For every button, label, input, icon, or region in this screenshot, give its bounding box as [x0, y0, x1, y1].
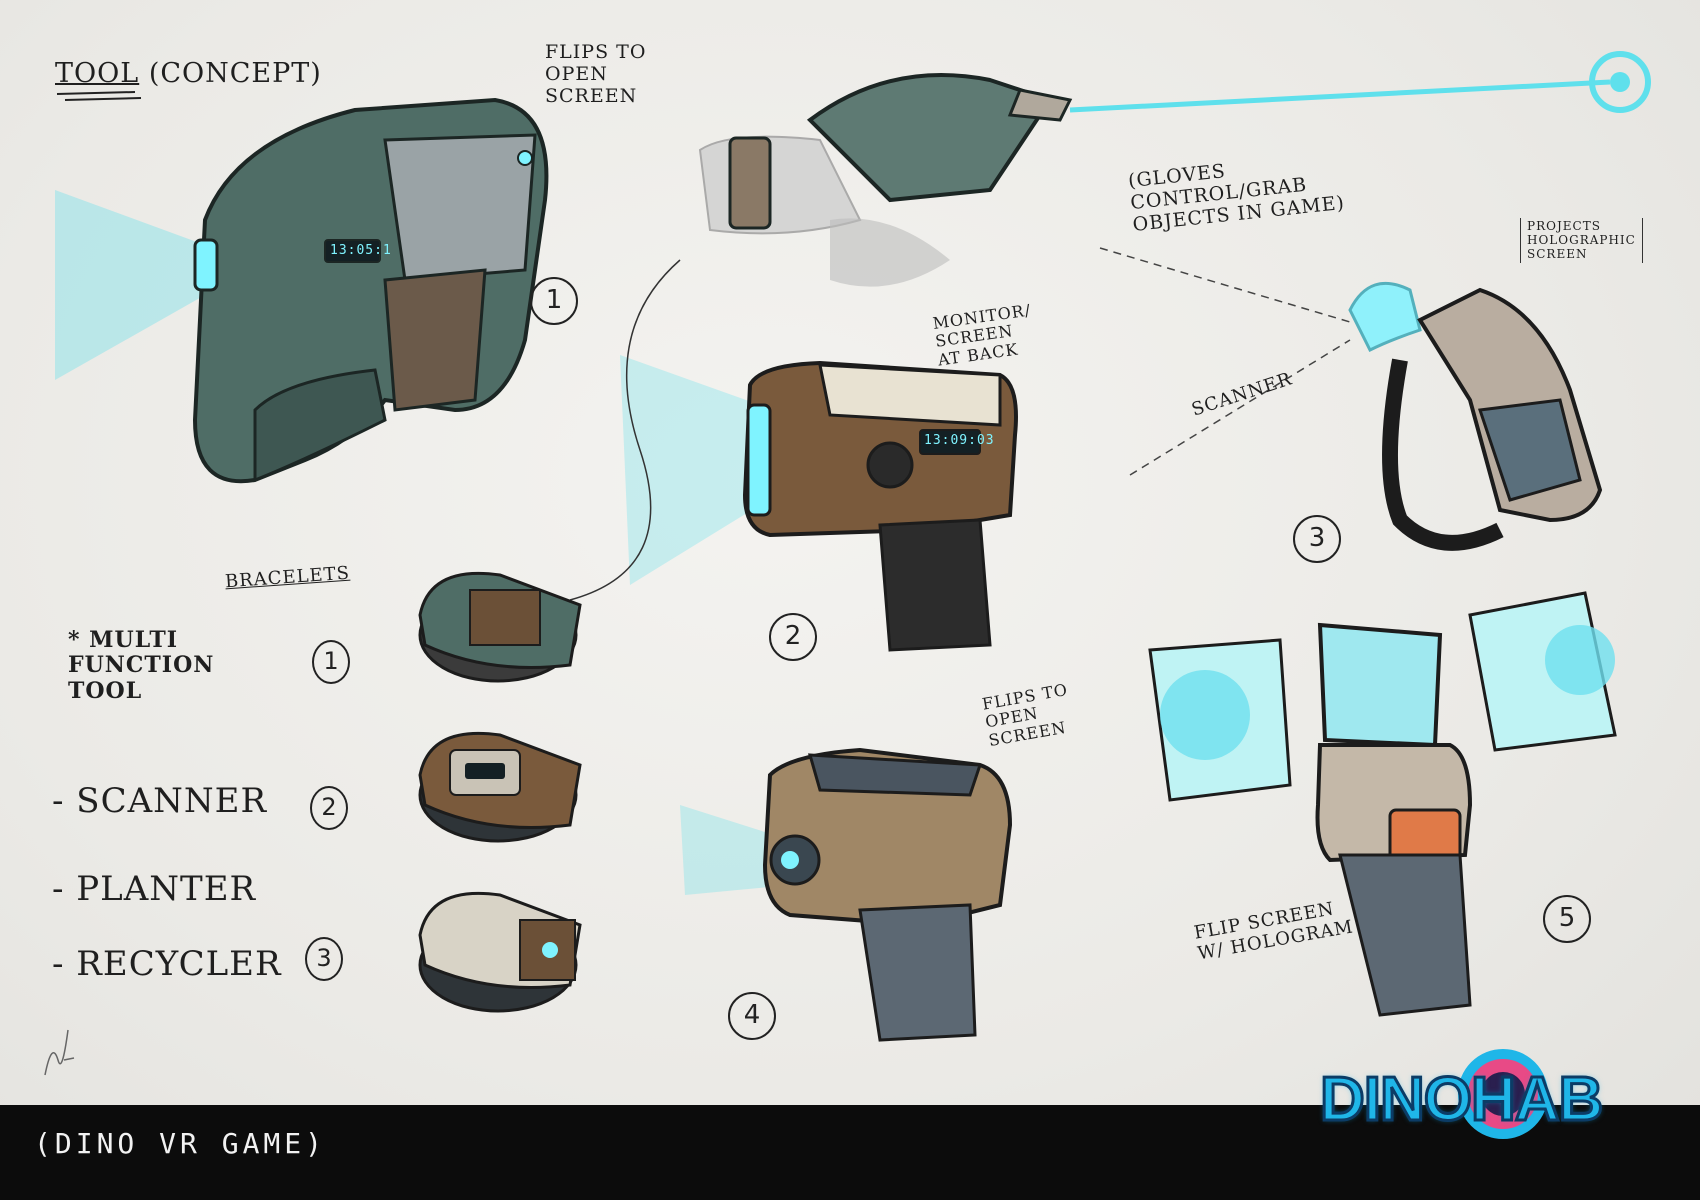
- tool-2-sketch: [620, 355, 1018, 652]
- artist-signature: [44, 1029, 75, 1076]
- list-item-recycler-number: 3: [305, 937, 343, 981]
- tool-5-number: 5: [1543, 895, 1591, 943]
- hologram-right: [1468, 591, 1617, 752]
- tool-3-sketch: [1348, 281, 1603, 551]
- heading-subtitle: (CONCEPT): [148, 58, 322, 89]
- tool-1-light: [517, 150, 533, 166]
- glove-arm: [698, 135, 862, 235]
- glove-beam: [1069, 79, 1611, 113]
- dinohab-logo: DINOHAB: [1318, 1042, 1650, 1142]
- note-flips-top: FLIPS TO OPEN SCREEN: [545, 41, 647, 107]
- logo-ring: [1458, 1049, 1548, 1139]
- glove-finger: [1007, 88, 1073, 122]
- heading-underline: [56, 91, 142, 101]
- tool-1-beam: [55, 190, 205, 380]
- tool-1-display-text: 13:05:1: [330, 243, 392, 258]
- tool-4-grip: [858, 903, 977, 1042]
- list-item-planter: - PLANTER: [52, 869, 257, 909]
- footer-caption: (DINO VR GAME): [34, 1127, 327, 1160]
- note-projects: PROJECTS HOLOGRAPHIC SCREEN: [1520, 218, 1643, 264]
- tool-4-beam: [680, 805, 790, 895]
- glove-hand: [806, 73, 1054, 203]
- glove-cuff: [728, 136, 772, 230]
- note-flips-bottom: FLIPS TO OPEN SCREEN: [980, 679, 1070, 750]
- tool-4-sketch: [680, 747, 1013, 1042]
- glove-sketch: [698, 51, 1651, 287]
- tool-2-display-text: 13:09:03: [924, 433, 995, 448]
- tool-5-screen: [1317, 622, 1443, 748]
- hologram-left: [1148, 638, 1292, 802]
- tool-3-number: 3: [1293, 515, 1341, 563]
- bracelet-3: [418, 891, 582, 1013]
- bracelet-2: [418, 731, 582, 843]
- scanner-lines: [1099, 247, 1351, 476]
- tool-1-emitter: [193, 238, 219, 292]
- tool-1-handle: [253, 368, 387, 483]
- list-intro: * MULTI FUNCTION TOOL: [68, 627, 215, 704]
- tool-2-screen: [919, 429, 981, 455]
- tool-3-ring: [1382, 358, 1504, 551]
- tool-2-emitter: [746, 403, 772, 517]
- tool-5-grip: [1338, 853, 1472, 1017]
- tool-4-top: [807, 753, 983, 797]
- tool-1-number: 1: [530, 277, 578, 325]
- list-item-recycler: - RECYCLER: [52, 944, 282, 984]
- bracelet-1: [418, 571, 582, 683]
- tool-1-grip: [383, 268, 487, 412]
- list-heading: BRACELETS: [224, 562, 351, 593]
- tool-4-lens-light: [781, 851, 799, 869]
- tool-2-top-panel: [818, 363, 1002, 427]
- tool-3-grip: [1477, 398, 1582, 502]
- heading-title: TOOL: [55, 58, 140, 89]
- tool-2-lens: [866, 441, 914, 489]
- bracelets-sketch: [418, 571, 582, 1013]
- tool-1-sketch: [55, 97, 549, 484]
- tool-4-number: 4: [728, 992, 776, 1040]
- tool-2-number: 2: [769, 613, 817, 661]
- tool-2-grip: [878, 518, 992, 652]
- tool-5-sketch: [1148, 591, 1617, 1017]
- tool-2-beam: [620, 355, 760, 585]
- list-item-scanner: - SCANNER: [52, 781, 268, 821]
- glove-shadow-hand: [830, 218, 950, 287]
- logo-text: DINOHAB: [1318, 1064, 1604, 1136]
- list-item-scanner-number: 2: [310, 786, 348, 830]
- tool-1-panel: [383, 133, 537, 282]
- beam-target-ring: [1589, 51, 1651, 113]
- list-intro-number: 1: [312, 640, 350, 684]
- sheet-heading: TOOL (CONCEPT): [55, 58, 322, 89]
- tool-3-holo: [1348, 281, 1422, 353]
- beam-target-dot: [1610, 72, 1630, 92]
- tool-1-screen: [324, 239, 381, 263]
- connector-line: [569, 259, 681, 601]
- footer-bar: (DINO VR GAME): [0, 1105, 1700, 1200]
